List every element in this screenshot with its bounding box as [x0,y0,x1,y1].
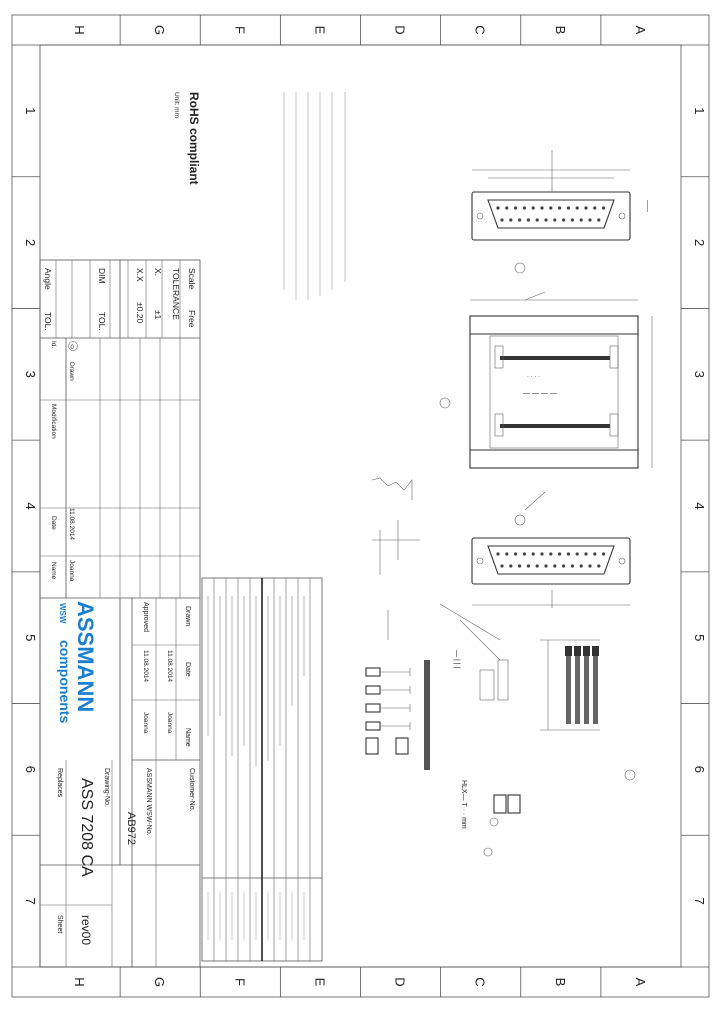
scale-label: Scale [187,268,197,290]
svg-text:· · · ·: · · · · [527,374,540,380]
x-value: ±1 [153,310,163,320]
revision-value: rev00 [79,915,93,945]
zone-number-2-right: 2 [692,239,707,246]
logo-brand: ASSMANN [73,601,98,712]
rev-date-header: Date [50,516,57,530]
tolerance-label: TOLERANCE [171,268,181,320]
zone-letter-e-top: E [312,26,327,35]
zone-letter-a-bottom: A [633,978,648,987]
detail-pin-view: — | | | [371,477,509,701]
replaces-label: Replaces [56,768,63,798]
zone-number-6-left: 6 [23,766,38,773]
customer-no-label: Customer-No. [188,768,195,812]
name-label: Name [184,728,191,747]
connector-side-view: — — — — · · · · [439,262,653,526]
svg-text:HLX— T · · mm: HLX— T · · mm [460,780,467,829]
unit-text: Unit: mm [173,92,180,118]
rev-drawn-header: Drawn [68,362,75,381]
logo-mark: WSW [58,603,67,624]
zone-letter-c-top: C [473,25,488,34]
logo-sub: components [57,640,73,723]
approved-label: Approved [142,602,149,632]
zone-number-4-left: 4 [23,502,38,509]
notes-table [201,577,323,962]
zone-number-4-right: 4 [692,502,707,509]
rohs-compliant-text: RoHS compliant [187,92,201,185]
outer-border [11,14,710,998]
zone-letter-h-bottom: H [72,977,87,986]
zone-number-1-left: 1 [23,107,38,114]
drawing-no-value: ASS 7208 CA [78,778,95,877]
approved-name: Joanna [142,712,149,734]
zone-letter-c-bottom: C [473,977,488,986]
date-label: Date [184,662,191,677]
connector-front-view-bottom [471,537,631,608]
xx-label: X.X [135,268,145,282]
zone-number-5-right: 5 [692,634,707,641]
zone-letter-g-bottom: G [152,977,167,987]
zone-letter-d-top: D [393,25,408,34]
connector-front-view-top: —— [471,150,650,241]
zone-number-7-left: 7 [23,898,38,905]
wsw-no-label: ASSMANN WSW-No. [145,768,152,836]
wsw-no-value: AB972 [125,812,137,845]
angle-label: Angle [43,268,53,290]
scale-value: Free [187,310,197,328]
xx-value: ±0.20 [135,302,145,323]
zone-letter-g-top: G [152,25,167,35]
assmann-logo: ASSMANN components WSW [57,601,98,723]
zone-number-1-right: 1 [692,107,707,114]
zone-letter-d-bottom: D [393,977,408,986]
rev-name-value: Joanna [68,560,75,582]
zone-number-3-left: 3 [23,371,38,378]
svg-text:——: —— [644,200,650,212]
zone-number-6-right: 6 [692,766,707,773]
zone-number-7-right: 7 [692,898,707,905]
zone-letter-e-bottom: E [312,978,327,987]
zone-letter-h-top: H [72,25,87,34]
svg-text:— — — —: — — — — [523,390,557,397]
zone-letter-f-top: F [232,26,247,34]
contact-pin-rows: HLX— T · · mm [365,639,636,857]
zone-letter-a-top: A [633,26,648,35]
title-block [39,259,201,968]
angle-tol-label: TOL. [43,312,53,331]
rev-name-header: Name [50,562,57,580]
svg-text:0: 0 [71,345,75,351]
x-label: X. [153,268,163,276]
rev-id-header: Id. [50,341,57,348]
rev-modification-header: Modification [50,404,57,439]
zone-letter-b-top: B [553,26,568,35]
dim-label: DIM [97,268,107,284]
zone-letter-b-bottom: B [553,978,568,987]
drawn-name: Joanna [166,712,173,734]
zone-letter-f-bottom: F [232,978,247,986]
specification-notes [283,92,346,300]
drawn-label: Drawn [184,606,191,626]
svg-text:— | | |: — | | | [453,650,460,668]
zone-number-5-left: 5 [23,634,38,641]
approved-date: 11.08.2014 [142,650,149,682]
drawn-date: 11.08.2014 [166,650,173,682]
zone-number-3-right: 3 [692,371,707,378]
zone-number-2-left: 2 [23,239,38,246]
dim-tol-label: TOL. [97,312,107,331]
sheet-label: Sheet [56,915,63,933]
rev-date-value: 11.08.2014 [68,508,75,540]
drawing-no-label: Drawing-No. [103,768,110,807]
